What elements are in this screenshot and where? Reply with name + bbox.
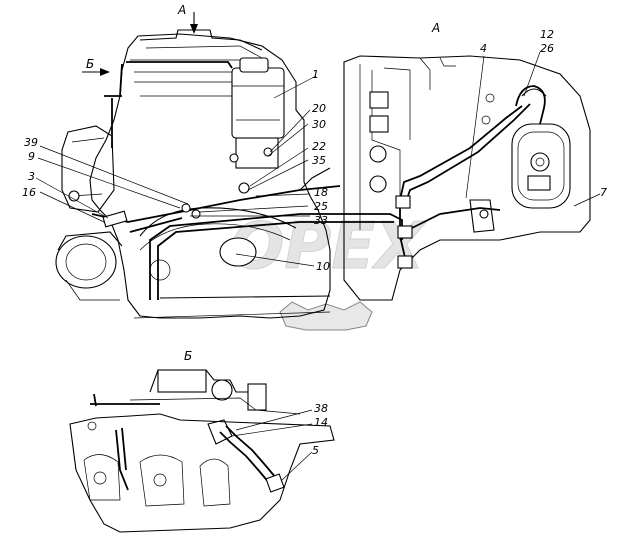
callout-38: 38 [314,402,328,415]
filter-housing [511,123,571,209]
view-a [343,55,591,301]
callout-7: 7 [600,186,607,199]
callout-25: 25 [314,200,328,213]
view-b [69,369,335,533]
callout-16: 16 [22,186,36,199]
callout-9: 9 [28,150,35,163]
callout-22: 22 [312,140,326,153]
view-arrow-b-label: Б [86,57,94,71]
callout-10: 10 [316,260,330,273]
callout-35: 35 [312,154,326,167]
callout-26: 26 [540,42,554,55]
view-arrow-a-label: А [177,3,186,17]
callout-4: 4 [480,42,487,55]
callout-1: 1 [312,68,319,81]
main-view [55,29,403,319]
labels: А Б А Б 1 20 30 22 35 18 25 33 10 39 9 3… [22,3,607,457]
starter [55,231,123,301]
callout-12: 12 [540,28,554,41]
callout-30: 30 [312,118,326,131]
reservoir [231,57,285,169]
leader-lines [35,12,601,481]
callout-33: 33 [314,214,328,227]
view-b-title: Б [184,349,192,363]
callout-39: 39 [24,136,38,149]
pump-body [61,125,115,213]
callout-5: 5 [312,444,319,457]
callout-14: 14 [314,416,328,429]
callout-3: 3 [28,170,35,183]
callout-18: 18 [314,186,328,199]
view-a-title: А [431,21,440,35]
callout-20: 20 [312,102,326,115]
